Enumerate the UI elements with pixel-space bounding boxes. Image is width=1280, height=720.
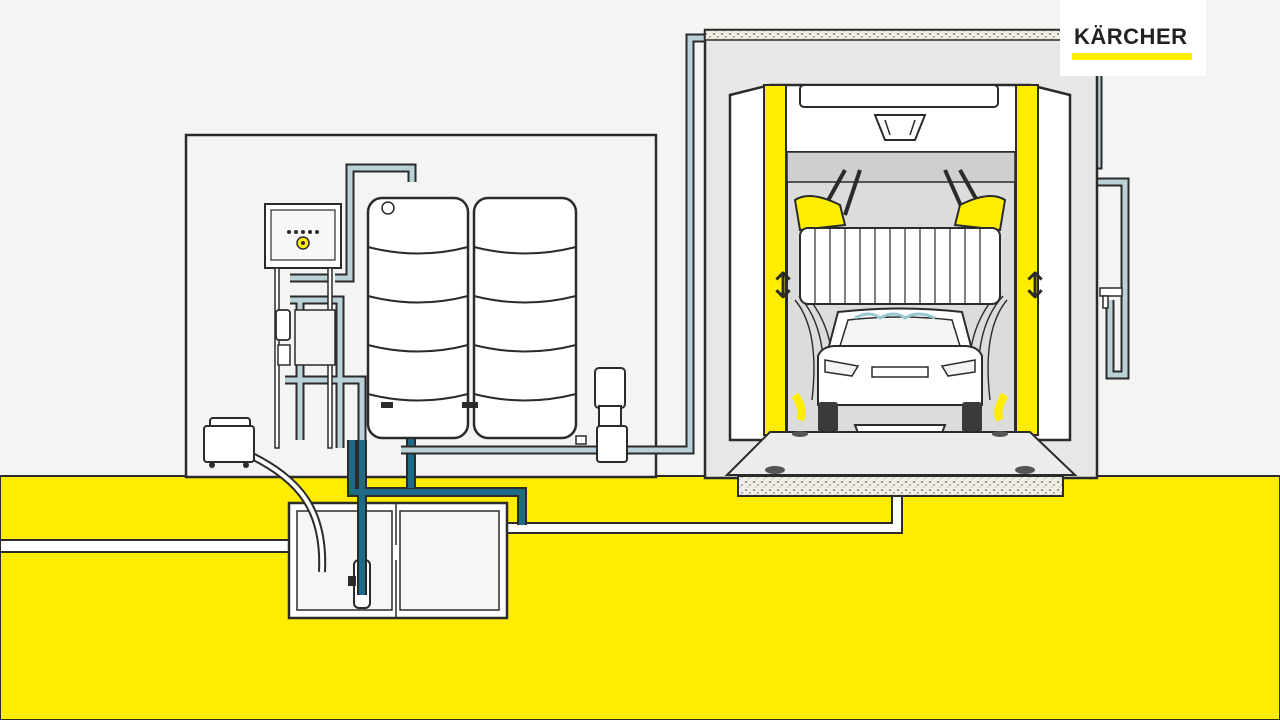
drain-channel <box>505 494 903 534</box>
pressure-pump <box>575 367 628 463</box>
gravel-foundation <box>737 475 1064 497</box>
brand-underline <box>1072 53 1192 60</box>
inflow-channel <box>0 539 293 553</box>
karcher-logo: KÄRCHER <box>1060 0 1206 76</box>
foam <box>854 312 936 320</box>
storage-tank-right <box>462 196 578 440</box>
left-pillar-arrows: ↕ <box>768 266 798 307</box>
rail-platform <box>724 431 1078 476</box>
oil-separator-unit <box>203 417 255 468</box>
left-pillar <box>763 84 787 436</box>
brand-name: KÄRCHER <box>1074 24 1188 49</box>
tap <box>1099 287 1123 309</box>
car <box>817 307 983 432</box>
control-unit <box>264 203 342 449</box>
brush-arms <box>818 169 987 216</box>
storage-tank-left <box>366 196 470 440</box>
right-pillar-arrows: ↕ <box>1020 266 1050 307</box>
filter-housing <box>275 309 336 366</box>
ground <box>0 475 1280 720</box>
roof-brush <box>793 195 1007 305</box>
right-pillar <box>1015 84 1039 436</box>
